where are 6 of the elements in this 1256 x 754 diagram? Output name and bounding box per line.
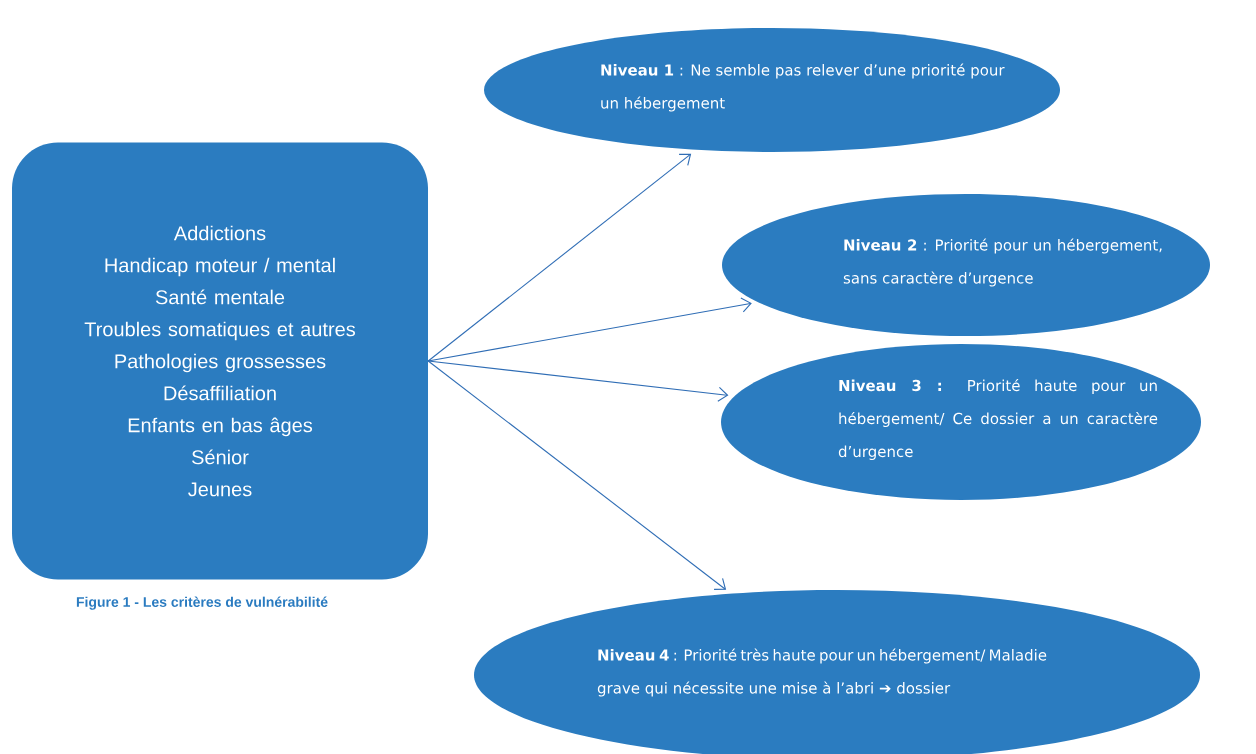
arrow bbox=[427, 360, 727, 590]
criteria-box: Addictions Handicap moteur / mental Santé mentale Troubles somatiques et autres Pathologies grossesses Désaffiliation Enfants en bas âges Sénior Jeunes bbox=[12, 142, 428, 580]
arrow bbox=[427, 297, 752, 362]
figure-caption: Figure 1 - Les critères de vulnérabilité bbox=[76, 596, 328, 610]
arrow bbox=[427, 153, 692, 362]
arrow bbox=[427, 360, 729, 402]
